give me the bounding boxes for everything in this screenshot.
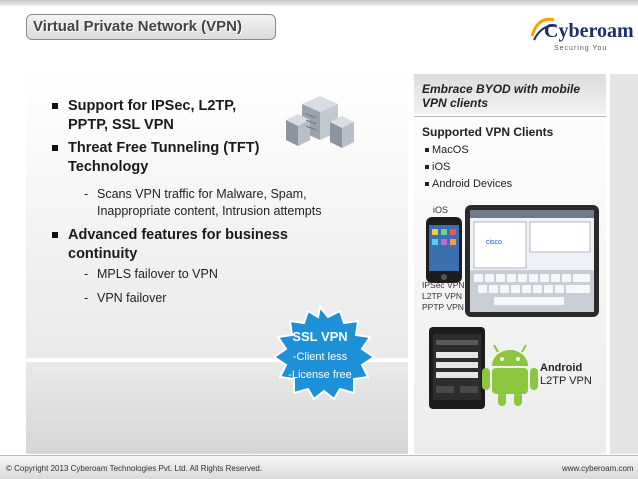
bullet-square-icon	[52, 232, 58, 238]
ssl-badge-line2: -License free	[288, 369, 352, 381]
bullet-square-icon	[52, 145, 58, 151]
ios-vpn-ipsec: IPSec VPN	[422, 280, 465, 290]
bullet-square-icon	[425, 165, 429, 169]
sub-tft-line1: Scans VPN traffic for Malware, Spam,	[97, 187, 307, 201]
bullet-square-icon	[425, 182, 429, 186]
logo-brand: Cyberoam	[544, 20, 634, 42]
client-item-label: MacOS	[432, 144, 469, 156]
iphone-icon	[426, 217, 462, 283]
client-item-label: Android Devices	[432, 178, 513, 190]
dash-marker: -	[84, 291, 89, 305]
starburst-badge-icon	[272, 304, 376, 401]
ssl-vpn-badge: SSL VPN -Client less -License free	[258, 304, 382, 401]
sub-vpn-failover: - VPN failover	[84, 290, 167, 307]
byod-title: Embrace BYOD with mobile VPN clients	[422, 82, 602, 110]
right-header-band	[414, 74, 606, 114]
ios-vpn-pptp: PPTP VPN	[422, 302, 464, 312]
byod-title-line2: VPN clients	[422, 96, 489, 110]
bullet-continuity-line1: Advanced features for business	[68, 227, 288, 243]
footer-url: www.cyberoam.com	[562, 464, 634, 473]
bullet-protocols-line2: PPTP, SSL VPN	[68, 117, 174, 133]
sub-mpls: - MPLS failover to VPN	[84, 266, 218, 283]
cyberoam-logo: Cyberoam Securing You	[528, 14, 634, 54]
bullet-protocols-line1: Support for IPSec, L2TP,	[68, 98, 237, 114]
bullet-continuity: Advanced features for business continuit…	[52, 226, 288, 264]
android-vpn: L2TP VPN	[540, 375, 592, 387]
android-phone-icon	[429, 327, 485, 409]
client-item-ios: iOS	[425, 161, 451, 173]
ssl-badge-line1: -Client less	[292, 351, 348, 363]
client-item-macos: MacOS	[425, 144, 469, 156]
bullet-square-icon	[52, 103, 58, 109]
sub-tft-scan: - Scans VPN traffic for Malware, Spam, I…	[84, 186, 322, 220]
logo-tagline: Securing You	[554, 45, 608, 52]
slide-title-box: Virtual Private Network (VPN)	[26, 14, 276, 40]
right-edge-bar	[610, 74, 638, 454]
ssl-badge-title: SSL VPN	[292, 329, 348, 344]
dash-marker: -	[84, 187, 89, 201]
bullet-continuity-line2: continuity	[68, 246, 138, 262]
right-divider	[414, 116, 606, 117]
bullet-tft: Threat Free Tunneling (TFT) Technology	[52, 139, 260, 177]
footer: © Copyright 2013 Cyberoam Technologies P…	[0, 455, 638, 479]
footer-copyright: © Copyright 2013 Cyberoam Technologies P…	[6, 464, 263, 473]
bullet-square-icon	[425, 148, 429, 152]
android-label: Android L2TP VPN	[540, 362, 592, 388]
sub-vpn-failover-text: VPN failover	[97, 291, 167, 305]
ios-vpn-l2tp: L2TP VPN	[422, 291, 463, 301]
android-robot-icon	[482, 344, 538, 406]
supported-clients-heading: Supported VPN Clients	[422, 125, 554, 139]
android-title: Android	[540, 362, 583, 374]
client-item-android: Android Devices	[425, 178, 513, 190]
svg-text:cisco: cisco	[486, 239, 502, 246]
ipad-icon: cisco	[465, 205, 599, 317]
ios-label: iOS	[433, 205, 449, 215]
ios-vpn-list: IPSec VPN L2TP VPN PPTP VPN	[422, 280, 465, 313]
bullet-tft-line1: Threat Free Tunneling (TFT)	[68, 140, 260, 156]
dash-marker: -	[84, 267, 89, 281]
slide-title: Virtual Private Network (VPN)	[33, 18, 242, 35]
top-bar	[0, 0, 638, 6]
cyberoam-logo-icon	[530, 17, 557, 41]
bullet-tft-line2: Technology	[68, 159, 149, 175]
byod-title-line1: Embrace BYOD with mobile	[422, 82, 581, 96]
server-cluster-icon	[286, 96, 354, 148]
bullet-protocols: Support for IPSec, L2TP, PPTP, SSL VPN	[52, 97, 237, 135]
sub-mpls-text: MPLS failover to VPN	[97, 267, 218, 281]
client-item-label: iOS	[432, 161, 451, 173]
sub-tft-line2: Inappropriate content, Intrusion attempt…	[97, 204, 322, 218]
